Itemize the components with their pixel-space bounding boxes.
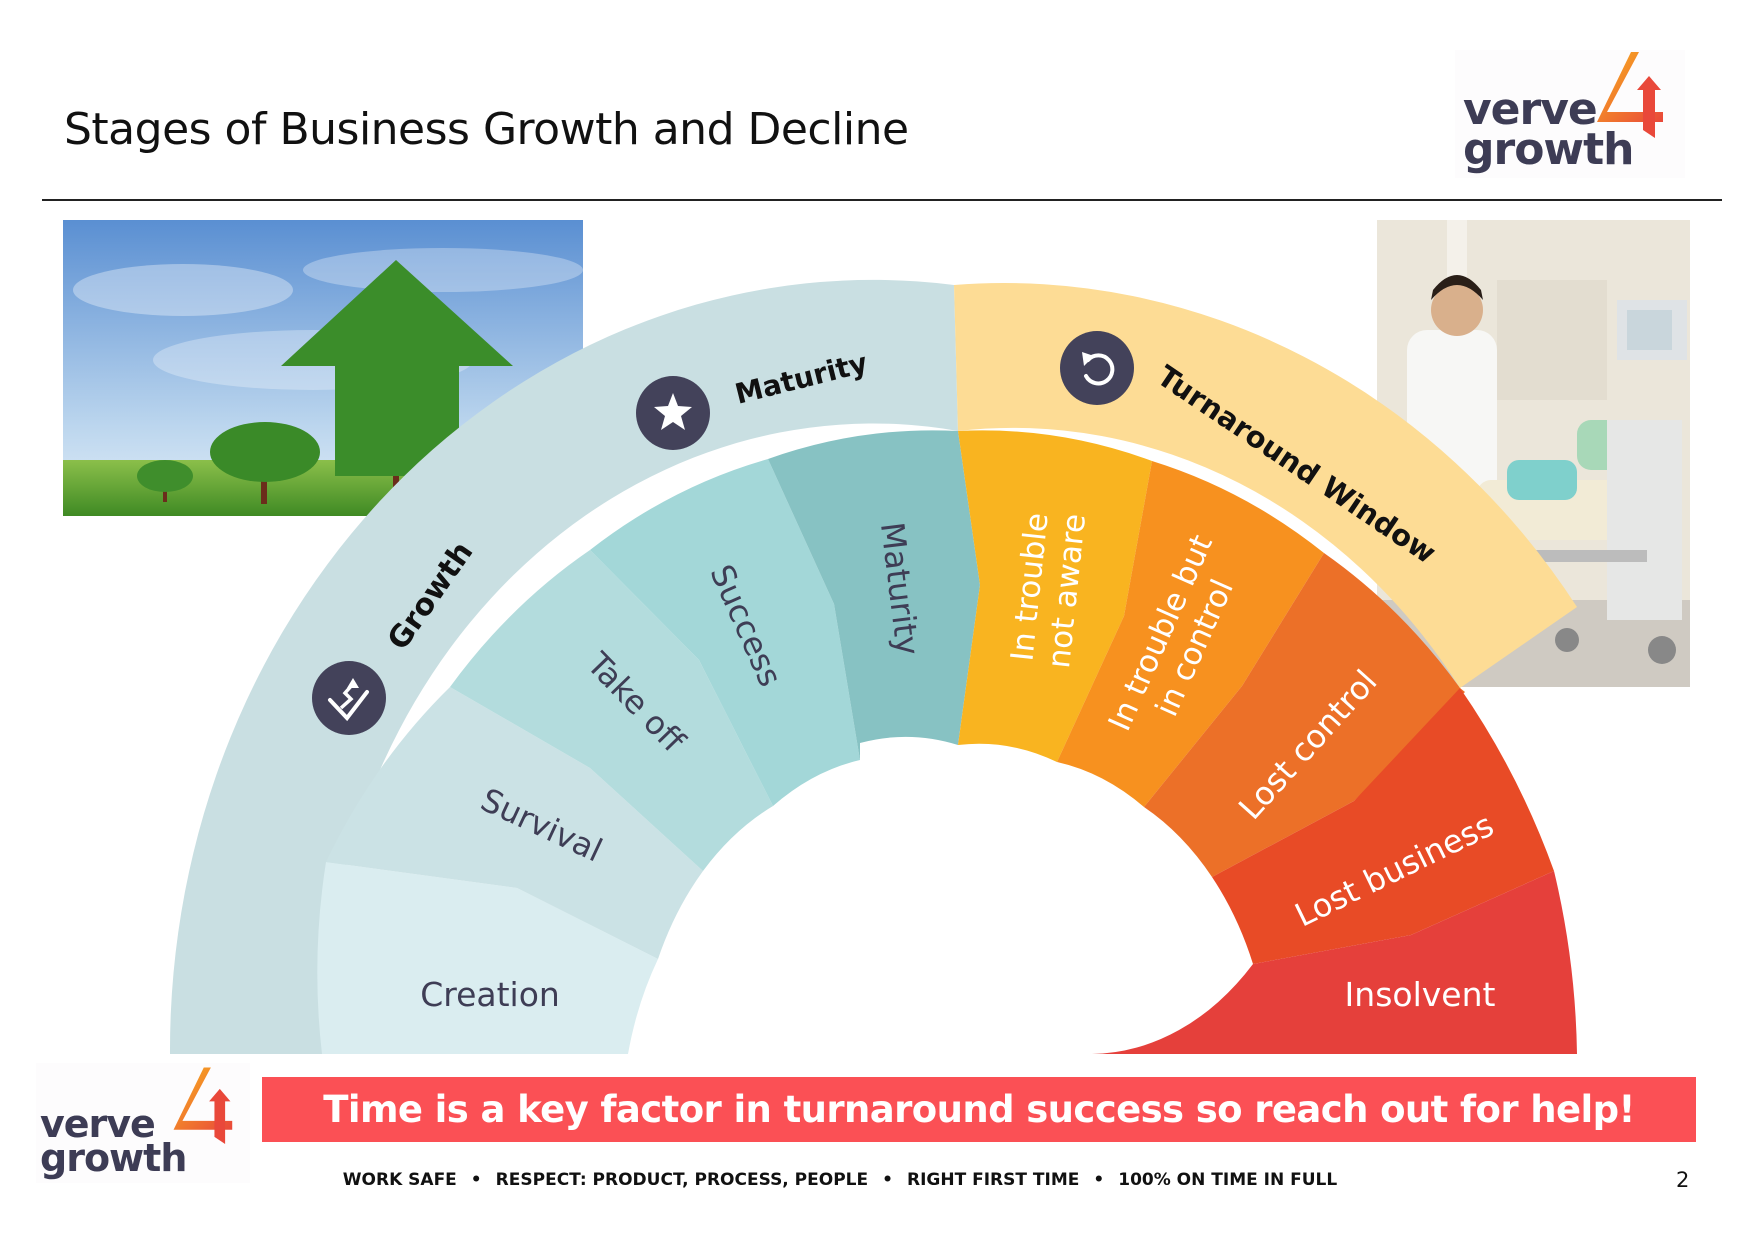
- bullet-separator: •: [470, 1170, 482, 1190]
- growth-maturity-band: [169, 279, 959, 1054]
- growth-chart-icon: [312, 661, 386, 735]
- logo-four-arrow-icon: [1597, 52, 1663, 138]
- growth-trees-photo: [63, 220, 583, 516]
- logo-four-arrow-icon: [173, 1067, 233, 1144]
- stage-insolvent: [1092, 871, 1577, 1054]
- footer-company-values: WORK SAFE • RESPECT: PRODUCT, PROCESS, PEO…: [260, 1170, 1420, 1190]
- header-divider: [42, 199, 1722, 201]
- stage-label-creation: Creation: [420, 975, 560, 1014]
- value-on-time-in-full: 100% ON TIME IN FULL: [1118, 1170, 1338, 1190]
- stage-survival: [326, 687, 703, 959]
- stage-lost-business: [1212, 688, 1554, 964]
- value-work-safe: WORK SAFE: [342, 1170, 457, 1190]
- verve-growth-logo-top: verve growth: [1455, 50, 1685, 178]
- stage-maturity: [768, 430, 980, 760]
- slide-title: Stages of Business Growth and Decline: [64, 104, 909, 155]
- value-right-first-time: RIGHT FIRST TIME: [907, 1170, 1080, 1190]
- logo-word-verve: verve: [40, 1102, 156, 1146]
- stage-in-trouble-but-in-control: [1057, 461, 1324, 807]
- bullet-separator: •: [1093, 1170, 1105, 1190]
- stage-take-off: [450, 550, 773, 871]
- call-to-action-banner: Time is a key factor in turnaround succe…: [262, 1077, 1696, 1142]
- logo-word-verve: verve: [1463, 84, 1598, 135]
- logo-word-growth: growth: [1463, 124, 1634, 175]
- verve-growth-logo-bottom: verve growth: [36, 1063, 250, 1183]
- stage-lost-control: [1144, 553, 1465, 877]
- logo-word-growth: growth: [40, 1136, 187, 1180]
- stage-success: [590, 459, 860, 806]
- page-number: 2: [1676, 1168, 1690, 1192]
- stage-creation: [317, 862, 658, 1054]
- turnaround-arrow-icon: [1060, 331, 1134, 405]
- stage-in-trouble-not-aware: [958, 430, 1152, 762]
- bullet-separator: •: [882, 1170, 893, 1190]
- star-icon: [636, 376, 710, 450]
- value-respect: RESPECT: PRODUCT, PROCESS, PEOPLE: [495, 1170, 869, 1190]
- stage-label-insolvent: Insolvent: [1345, 975, 1496, 1014]
